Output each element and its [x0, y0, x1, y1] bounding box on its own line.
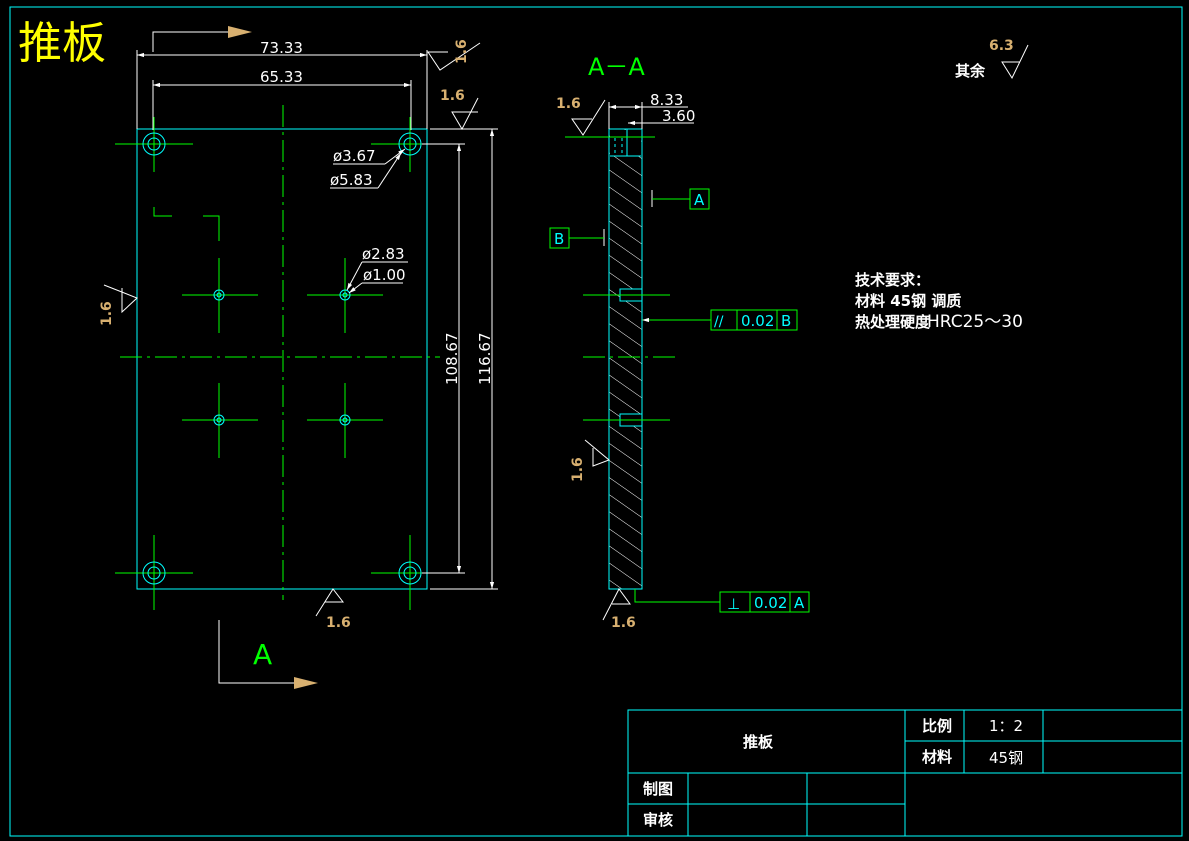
hole-d4-text: ø1.00	[363, 266, 406, 284]
datum-b-text: B	[554, 230, 564, 248]
section-outline	[608, 128, 643, 590]
tol-parallel-value: 0.02	[741, 312, 774, 330]
dim-width-outer	[136, 50, 428, 129]
title-scale-label: 比例	[922, 717, 952, 735]
roughness-section-top-text: 1.6	[556, 96, 581, 112]
drawing-border	[9, 6, 1183, 837]
dim-width-outer-text: 73.33	[260, 39, 303, 57]
roughness-symbol-right	[451, 97, 479, 131]
hole-d1-text: ø3.67	[333, 147, 376, 165]
datum-a: A	[651, 188, 710, 210]
tol-perp-value: 0.02	[754, 594, 787, 612]
roughness-top-text: 1.6	[454, 39, 470, 64]
section-thk-text: 8.33	[650, 91, 683, 109]
corner-hole-tr	[371, 117, 449, 172]
tech-line1: 材料 45钢 调质	[855, 292, 961, 310]
view-arrow-top	[152, 26, 252, 52]
roughness-symbol-section-bottom	[602, 588, 631, 621]
title-material-label: 材料	[922, 748, 952, 766]
roughness-other-label: 其余	[955, 62, 986, 80]
small-hole-1	[182, 258, 258, 333]
roughness-right-text: 1.6	[440, 88, 465, 104]
section-label: A－A	[588, 53, 645, 81]
tol-perp-datum: A	[794, 594, 805, 612]
tech-line2b: HRC25～30	[927, 312, 1023, 332]
drawing-title: 推板	[18, 18, 106, 69]
title-drawn-label: 制图	[643, 780, 673, 798]
tol-parallel-datum: B	[781, 312, 791, 330]
view-arrow-label: A	[253, 638, 272, 671]
tol-perp-symbol: ⊥	[727, 595, 740, 613]
tech-line2a: 热处理硬度	[855, 313, 931, 331]
hole-d2-text: ø5.83	[330, 171, 373, 189]
roughness-other-value: 6.3	[989, 38, 1014, 54]
small-hole-3	[182, 383, 258, 458]
roughness-symbol-top	[427, 42, 481, 71]
dim-height-outer-text: 116.67	[476, 333, 494, 386]
roughness-symbol-bottom	[315, 588, 345, 617]
title-material-value: 45钢	[989, 749, 1023, 767]
section-step-text: 3.60	[662, 107, 695, 125]
datum-b: B	[549, 227, 605, 249]
tech-heading: 技术要求：	[855, 271, 930, 289]
small-hole-4	[307, 383, 383, 458]
tolerance-parallel: // 0.02 B	[642, 309, 798, 331]
dim-height-inner	[422, 143, 465, 574]
tol-parallel-symbol: //	[714, 314, 724, 330]
roughness-symbol-section-left	[584, 439, 610, 467]
roughness-section-left-text: 1.6	[570, 457, 586, 482]
title-scale-value: 1：2	[989, 717, 1023, 735]
dim-width-inner	[152, 80, 412, 130]
view-arrow-bottom	[218, 620, 318, 689]
section-view: A－A 8.33 3.60	[549, 53, 810, 631]
roughness-bottom-text: 1.6	[326, 615, 351, 631]
roughness-section-bottom-text: 1.6	[611, 615, 636, 631]
corner-hole-bl	[115, 535, 193, 610]
corner-hole-tl	[115, 117, 193, 172]
datum-a-text: A	[694, 191, 705, 209]
roughness-symbol-left	[103, 284, 138, 314]
small-hole-2	[307, 258, 383, 333]
title-checked-label: 审核	[643, 811, 673, 829]
roughness-other: 6.3 其余	[955, 38, 1029, 80]
tech-requirements: 技术要求： 材料 45钢 调质 热处理硬度 HRC25～30	[855, 271, 1023, 332]
title-block	[627, 709, 1183, 837]
plate-outline	[136, 128, 428, 590]
title-part-name: 推板	[743, 733, 774, 751]
dim-height-outer	[430, 128, 498, 590]
hole-d3-text: ø2.83	[362, 245, 405, 263]
dim-width-inner-text: 65.33	[260, 68, 303, 86]
front-view: 73.33 65.33 108.67 116.67	[99, 26, 498, 689]
tolerance-perpendicular: ⊥ 0.02 A	[634, 589, 810, 613]
roughness-left-text: 1.6	[99, 301, 115, 326]
dim-height-inner-text: 108.67	[443, 333, 461, 386]
roughness-symbol-section-top	[571, 99, 606, 136]
